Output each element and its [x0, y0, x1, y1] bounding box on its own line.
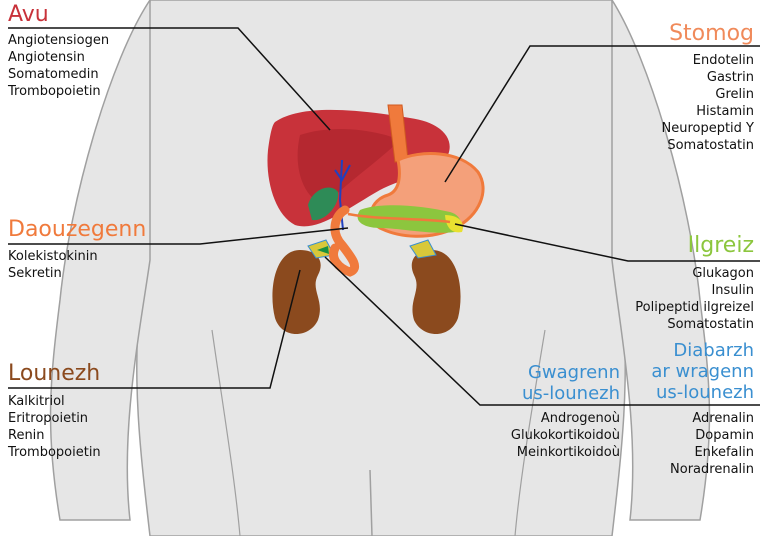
adrenal-marker: [317, 246, 329, 254]
leader-daouzegenn: [8, 227, 349, 245]
leader-stomog: [444, 45, 760, 183]
list-item: Angiotensiogen: [8, 33, 110, 48]
daouzegenn-title: Daouzegenn: [8, 217, 147, 242]
list-item: Grelin: [715, 87, 754, 102]
ilgreiz-hormone-list: Glukagon Insulin Polipeptid ilgreizel So…: [635, 265, 754, 333]
list-item: Enkefalin: [694, 445, 754, 460]
list-item: Renin: [8, 428, 45, 443]
daouzegenn-hormone-list: Kolekistokinin Sekretin: [8, 248, 98, 282]
bile-duct: [334, 159, 351, 231]
list-item: Glukagon: [692, 266, 754, 281]
list-item: Angiotensin: [8, 50, 85, 65]
gallbladder: [308, 187, 339, 221]
left-arm: [49, 0, 151, 521]
ilgreiz-title: Ilgreiz: [687, 233, 754, 258]
list-item: Adrenalin: [692, 411, 754, 426]
diabarzh-title: Diabarzh ar wragenn us-lounezh: [651, 340, 754, 403]
stomog-title: Stomog: [669, 21, 754, 46]
list-item: Insulin: [711, 283, 754, 298]
list-item: Meinkortikoidoù: [516, 445, 620, 460]
leader-lines: [8, 27, 760, 406]
leader-avu: [8, 27, 331, 131]
lounezh-hormone-list: Kalkitriol Eritropoietin Renin Trombopoi…: [8, 393, 101, 461]
leader-lounezh: [8, 269, 301, 389]
right-kidney: [411, 250, 461, 334]
list-item: Eritropoietin: [8, 411, 89, 426]
list-item: Kalkitriol: [8, 394, 65, 409]
list-item: Androgenoù: [540, 411, 620, 426]
diabarzh-hormone-list: Adrenalin Dopamin Enkefalin Noradrenalin: [670, 410, 754, 478]
body-midline: [369, 469, 373, 536]
leader-ilgreiz: [454, 223, 760, 262]
list-item: Trombopoietin: [8, 445, 101, 460]
right-hip-line: [514, 329, 546, 536]
list-item: Gastrin: [706, 70, 754, 85]
list-item: Trombopoietin: [8, 84, 101, 99]
list-item: Somatostatin: [667, 317, 754, 332]
gwagrenn-title: Gwagrenn us-lounezh: [521, 362, 620, 404]
list-item: Sekretin: [8, 266, 62, 281]
avu-title: Avu: [8, 2, 49, 27]
stomog-hormone-list: Endotelin Gastrin Grelin Histamin Neurop…: [661, 52, 754, 154]
list-item: Noradrenalin: [670, 462, 754, 477]
list-item: Polipeptid ilgreizel: [635, 300, 754, 315]
right-arm: [611, 0, 711, 521]
list-item: Endotelin: [692, 53, 754, 68]
pancreas-tail: [445, 215, 464, 233]
list-item: Neuropeptid Y: [661, 121, 754, 136]
list-item: Kolekistokinin: [8, 249, 98, 264]
avu-hormone-list: Angiotensiogen Angiotensin Somatomedin T…: [8, 32, 109, 100]
list-item: Dopamin: [695, 428, 754, 443]
right-adrenal-gland: [409, 239, 437, 259]
left-hip-line: [211, 329, 241, 536]
list-item: Somatostatin: [667, 138, 754, 153]
list-item: Somatomedin: [8, 67, 99, 82]
list-item: Histamin: [696, 104, 754, 119]
gwagrenn-hormone-list: Androgenoù Glukokortikoidoù Meinkortikoi…: [511, 410, 620, 461]
list-item: Glukokortikoidoù: [510, 428, 620, 443]
lounezh-title: Lounezh: [8, 361, 101, 386]
leader-gwagrenn: [324, 256, 760, 406]
duodenum-outline: [347, 212, 451, 224]
duodenum: [329, 205, 359, 277]
left-kidney: [272, 250, 321, 334]
